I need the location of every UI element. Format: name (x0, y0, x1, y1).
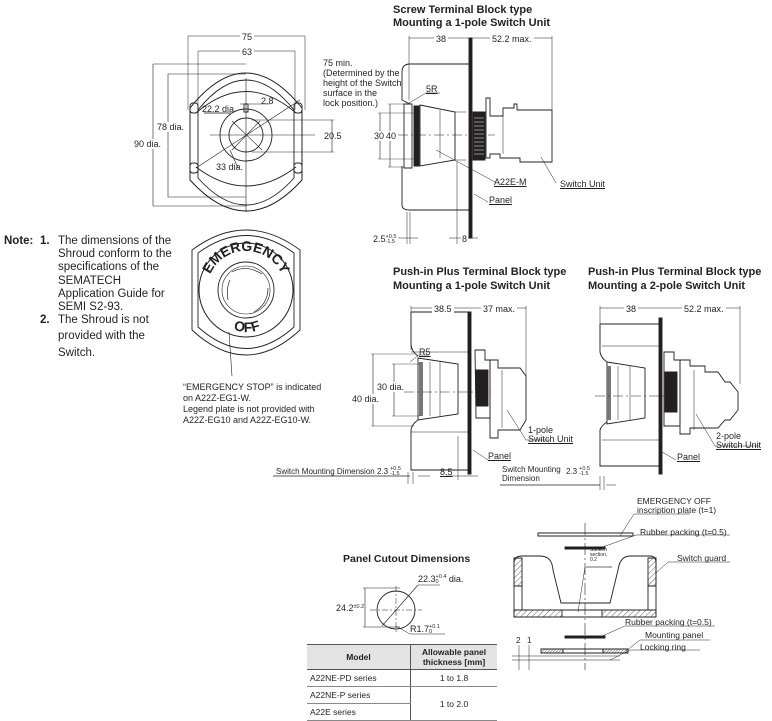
table-row: A22NE-P series 1 to 2.0 (307, 686, 497, 721)
pushin-2pole-title-2: Mounting a 2-pole Switch Unit (588, 280, 746, 292)
note-1-text: The dimensions of the Shroud conform to … (58, 235, 172, 314)
emergency-button-face (192, 230, 300, 376)
cell-model: A22NE-P series (307, 686, 411, 704)
label-rubber-bottom: Rubber packing (t=0.5) (625, 617, 712, 627)
pushin1-label-panel: Panel (488, 451, 512, 461)
screw-dim-2-5: 2.5+0.5-1.5 (373, 234, 397, 245)
legend-bottom-text: OFF (232, 317, 262, 335)
label-rubber-top: Rubber packing (t=0.5) (640, 527, 727, 537)
label-sunken-3: 0.2 (590, 557, 597, 563)
legend-top-text: EMERGENCY (199, 238, 294, 276)
front-view-shroud (153, 36, 334, 212)
screw-terminal-title-2: Mounting a 1-pole Switch Unit (393, 17, 551, 29)
pushin2-label-switch-unit-1: 2-pole (716, 431, 742, 441)
pushin-1pole-title-1: Push-in Plus Terminal Block type (393, 266, 567, 278)
label-switch-guard: Switch guard (677, 553, 727, 563)
cell-model: A22NE-PD series (307, 669, 411, 687)
pushin1-dim-8-5: 8.5 (440, 467, 453, 477)
note-2-number: 2. (40, 314, 50, 327)
pushin2-mount-dim-label-1: Switch Mounting (502, 465, 561, 474)
label-plate-2: inscription plate (t=1) (637, 505, 717, 515)
label-mounting-panel: Mounting panel (645, 630, 704, 640)
pushin1-label-switch-unit-1: 1-pole (528, 425, 554, 435)
screw-dim-38: 38 (434, 34, 449, 44)
notes: Note: 1. The dimensions of the Shroud co… (4, 235, 184, 360)
label-sunken-2: section, (590, 552, 608, 558)
cell-model: A22E series (307, 703, 411, 721)
screw-terminal-side-view (378, 36, 556, 244)
panel-cutout-drawing (363, 585, 445, 634)
label-locking-ring: Locking ring (640, 642, 686, 652)
screw-dim-8: 8 (461, 234, 469, 244)
screw-terminal-title-1: Screw Terminal Block type (393, 4, 533, 16)
dim-63: 63 (240, 47, 255, 57)
pushin2-mount-dim-value: 2.3+0.5-1.5 (566, 466, 590, 477)
pushin2-dim-38: 38 (624, 304, 639, 314)
pushin2-dim-52-2: 52.2 max. (682, 304, 726, 314)
label-sunken-1: Sunken (590, 547, 607, 553)
dim-78-dia: 78 dia. (157, 122, 185, 132)
label-plate-1: EMERGENCY OFF (637, 496, 711, 506)
label-a22e-m: A22E-M (494, 177, 527, 187)
dim-75: 75 (240, 32, 255, 42)
dim-22-2-dia: 22.2 dia (202, 104, 235, 114)
screw-dim-52-2: 52.2 max. (490, 34, 534, 44)
panel-thickness-table: Model Allowable panel thickness [mm] A22… (307, 644, 497, 721)
exploded-dim-1: 1 (527, 636, 532, 645)
header-thickness: Allowable panel thickness [mm] (410, 644, 497, 670)
header-model: Model (307, 644, 411, 670)
label-panel: Panel (489, 195, 513, 205)
screw-dim-5r: 5R (426, 84, 438, 94)
pushin-2pole-title-1: Push-in Plus Terminal Block type (588, 266, 762, 278)
exploded-dim-2: 2 (516, 636, 521, 645)
label-switch-unit: Switch Unit (560, 179, 606, 189)
pushin2-label-panel: Panel (677, 452, 701, 462)
pushin2-label-switch-unit-2: Switch Unit (716, 440, 762, 450)
note-2-text: The Shroud is not provided with the Swit… (58, 314, 149, 359)
exploded-view-drawing (512, 514, 730, 670)
dim-33-dia: 33 dia. (216, 162, 244, 172)
screw-dim-40: 40 (386, 131, 397, 141)
pushin1-dim-r5: R5 (419, 347, 431, 357)
note-75-min: 75 min. (Determined by the height of the… (323, 58, 402, 108)
cell-thickness: 1 to 2.0 (410, 686, 497, 721)
cell-thickness: 1 to 1.8 (410, 669, 497, 687)
pushin1-dim-30-dia: 30 dia. (377, 382, 405, 392)
note-1-number: 1. (40, 235, 50, 247)
screw-dim-30: 30 (374, 131, 385, 141)
emergency-caption: “EMERGENCY STOP” is indicated on A22Z-EG… (183, 382, 322, 425)
dim-2-8: 2.8 (261, 96, 274, 106)
pushin1-dim-40-dia: 40 dia. (352, 394, 380, 404)
note-prefix: Note: (4, 235, 34, 247)
cutout-dim-24-2: 24.2±0.2 (336, 602, 365, 613)
table-row: A22NE-PD series 1 to 1.8 (307, 669, 497, 687)
panel-cutout-title: Panel Cutout Dimensions (343, 553, 471, 565)
table-header-row: Model Allowable panel thickness [mm] (307, 644, 497, 670)
pushin1-label-switch-unit-2: Switch Unit (528, 434, 574, 444)
pushin2-mount-dim-label-2: Dimension (502, 474, 540, 483)
pushin1-dim-38-5: 38.5 (432, 304, 454, 314)
dim-20-5: 20.5 (324, 131, 342, 141)
pushin1-dim-37: 37 max. (481, 304, 518, 314)
pushin1-mount-dim: Switch Mounting Dimension 2.3+0.5-1.5 (276, 466, 401, 477)
pushin-1pole-title-2: Mounting a 1-pole Switch Unit (393, 280, 551, 292)
dim-90-dia: 90 dia. (134, 139, 162, 149)
